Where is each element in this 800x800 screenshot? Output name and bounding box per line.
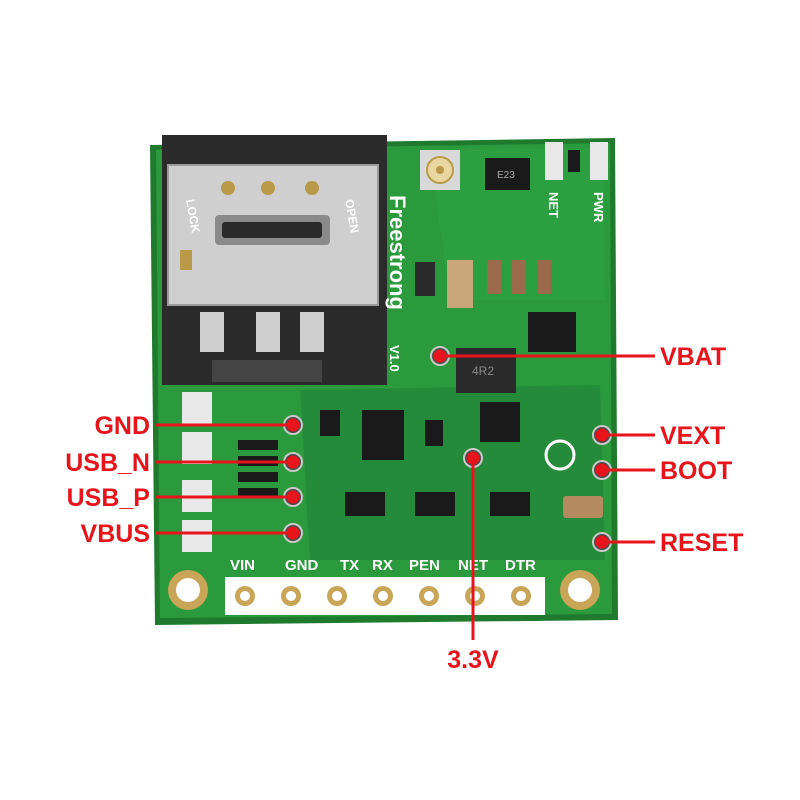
- header-pin-pen: PEN: [409, 557, 440, 574]
- antenna-connector: [420, 150, 460, 190]
- label-gnd: GND: [94, 412, 150, 440]
- header-pin-rx: RX: [372, 557, 393, 574]
- sim-open-text: OPEN: [342, 198, 362, 234]
- header-pin-dtr: DTR: [505, 557, 536, 574]
- brand-text: Freestrong: [385, 195, 410, 310]
- header-pin-vin: VIN: [230, 557, 255, 574]
- mounting-holes: [168, 570, 600, 610]
- regulator-chip: E23: [485, 158, 530, 190]
- header-pin-tx: TX: [340, 557, 359, 574]
- label-reset: RESET: [660, 529, 743, 557]
- inductor-mark: 4R2: [472, 364, 494, 378]
- label-3v3: 3.3V: [447, 646, 499, 674]
- net-led-label: NET: [546, 192, 561, 218]
- label-usb-n: USB_N: [65, 449, 150, 477]
- label-vbat: VBAT: [660, 343, 726, 371]
- label-usb-p: USB_P: [67, 484, 150, 512]
- label-vext: VEXT: [660, 422, 725, 450]
- label-vbus: VBUS: [81, 520, 150, 548]
- header-pin-gnd: GND: [285, 557, 319, 574]
- pwr-led-label: PWR: [591, 192, 606, 223]
- sim-lock-text: LOCK: [183, 198, 203, 234]
- header-holes: [225, 577, 545, 615]
- label-boot: BOOT: [660, 457, 732, 485]
- callout-lines: [155, 349, 655, 640]
- regulator-mark: E23: [497, 170, 515, 181]
- version-text: V1.0: [387, 345, 402, 372]
- header-pin-labels: VIN GND TX RX PEN NET DTR: [230, 557, 536, 574]
- status-leds: NET PWR: [545, 142, 608, 223]
- sim-holder: LOCK OPEN: [162, 135, 387, 385]
- components: 4R2: [320, 260, 603, 518]
- pin-labels: GND USB_N USB_P VBUS VBAT VEXT BOOT RESE…: [65, 343, 743, 674]
